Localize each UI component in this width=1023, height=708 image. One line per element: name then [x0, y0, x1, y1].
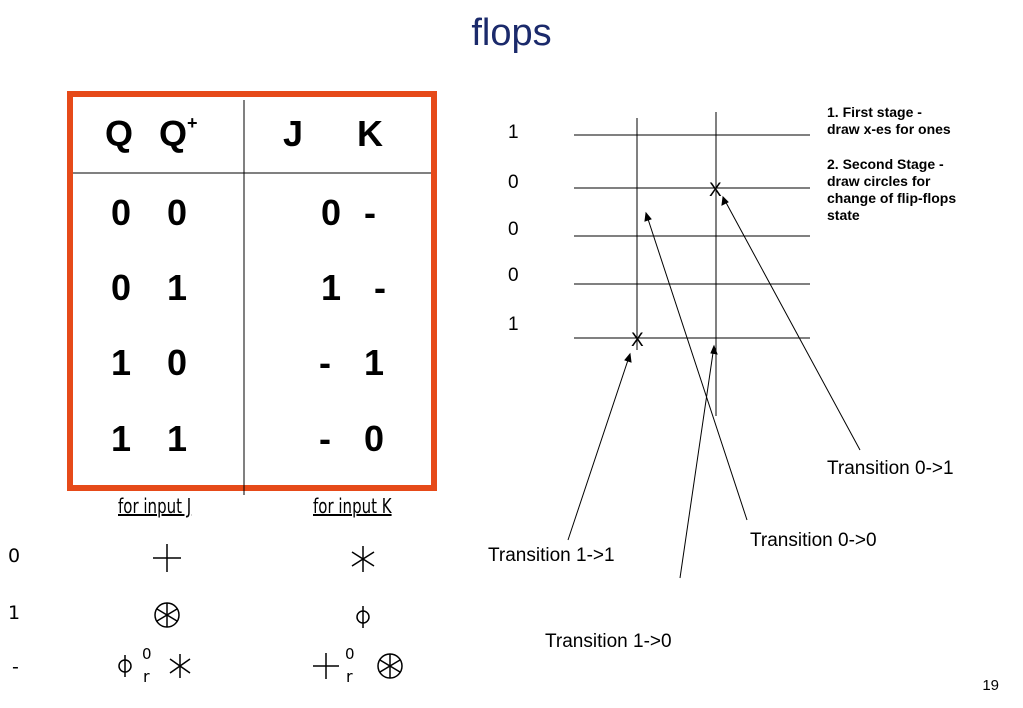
transition-arrows	[567, 195, 861, 579]
table-border	[67, 91, 437, 491]
legend-small-r-j: r	[143, 667, 150, 686]
row-1-qplus: 0	[167, 192, 188, 233]
asterisk-symbol-j-dash	[169, 654, 191, 678]
legend-row-label-0: 0	[8, 545, 21, 567]
circled-bar-symbol-k-1	[356, 606, 370, 628]
header-j: J	[283, 113, 304, 154]
row-1-q: 0	[111, 192, 132, 233]
header-qplus: Q+	[159, 113, 198, 154]
legend-small-zero-k: 0	[345, 645, 355, 663]
row-3-j: -	[319, 342, 331, 383]
row-2-k: -	[374, 267, 386, 308]
header-k: K	[357, 113, 383, 154]
row-3-qplus: 0	[167, 342, 188, 383]
slide-title: flops	[471, 12, 552, 54]
circled-asterisk-symbol-j-1	[154, 602, 180, 628]
legend-header-j: for input J	[118, 494, 192, 518]
row-1-j: 0	[321, 192, 342, 233]
row-4-q: 1	[111, 418, 132, 459]
asterisk-symbol-k-0	[351, 546, 375, 572]
transition-label-0-0: Transition 0->0	[750, 530, 877, 551]
row-4-k: 0	[364, 418, 385, 459]
legend-symbols	[118, 544, 403, 679]
timing-grid	[574, 112, 810, 416]
row-3-q: 1	[111, 342, 132, 383]
legend-header-k: for input K	[313, 494, 392, 518]
legend-small-zero-j: 0	[142, 645, 152, 663]
page-number: 19	[982, 677, 999, 694]
circled-bar-symbol-j-dash	[118, 655, 132, 677]
x-mark-lower: X	[631, 330, 644, 351]
level-label-1: 1	[508, 122, 519, 143]
row-4-qplus: 1	[167, 418, 188, 459]
level-label-2: 0	[508, 172, 519, 193]
level-label-4: 0	[508, 265, 519, 286]
level-label-3: 0	[508, 219, 519, 240]
transition-label-0-1: Transition 0->1	[827, 458, 954, 479]
note-stage-2: 2. Second Stage - draw circles for chang…	[827, 156, 957, 223]
transition-label-1-1: Transition 1->1	[488, 545, 615, 566]
plus-symbol-k-dash	[313, 653, 339, 679]
row-1-k: -	[364, 192, 376, 233]
transition-label-1-0: Transition 1->0	[545, 631, 672, 652]
header-q: Q	[105, 113, 134, 154]
circled-asterisk-symbol-k-dash	[377, 653, 403, 679]
legend-small-r-k: r	[346, 667, 353, 686]
note-stage-1: 1. First stage - draw x-es for ones	[827, 104, 951, 137]
plus-symbol-j-0	[153, 544, 181, 572]
row-2-q: 0	[111, 267, 132, 308]
row-2-qplus: 1	[167, 267, 188, 308]
level-label-5: 1	[508, 314, 519, 335]
x-mark-upper: X	[709, 180, 722, 201]
row-4-j: -	[319, 418, 331, 459]
row-2-j: 1	[321, 267, 342, 308]
legend-row-label-1: 1	[8, 602, 21, 624]
row-3-k: 1	[364, 342, 385, 383]
legend-row-label-dash: -	[12, 656, 19, 678]
